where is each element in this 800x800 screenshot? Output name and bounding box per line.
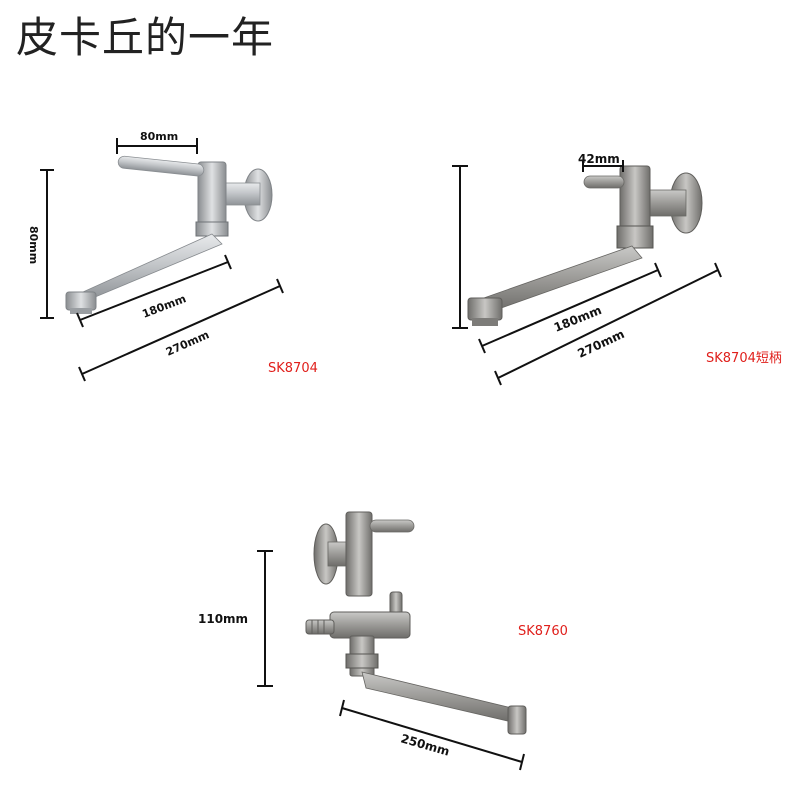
page-title: 皮卡丘的一年 [16, 13, 275, 62]
dimension-label-handle: 80mm [140, 130, 178, 143]
dimension-label-spout: 180mm [140, 292, 188, 321]
dimension-label-height: 80mm [27, 226, 40, 264]
dimension-label-height: 110mm [198, 612, 248, 626]
wall-faucet-short-handle-icon [467, 165, 703, 326]
product-sk8704-short: 42mm 180mm 270mm SK8704短柄 [452, 152, 782, 386]
dimension-handle-length: 42mm [578, 152, 624, 172]
dimension-label-handle: 42mm [578, 152, 620, 166]
model-label-sk8760: SK8760 [518, 624, 568, 639]
dimension-label-total: 270mm [164, 328, 211, 359]
model-label-sk8704: SK8704 [268, 361, 318, 376]
dimension-handle-length: 80mm [116, 130, 198, 154]
dimension-height [452, 165, 468, 329]
dimension-label-spout: 250mm [399, 731, 451, 758]
dimension-height: 80mm [27, 169, 54, 319]
dimension-total: 270mm [494, 262, 722, 386]
dimension-height: 110mm [198, 550, 273, 687]
product-sk8704: 80mm 80mm 180mm 270mm SK8704 [27, 130, 318, 382]
product-sk8760: 110mm 250mm SK8760 [198, 511, 568, 771]
wall-faucet-with-diverter-icon [305, 511, 527, 735]
dimension-label-total: 270mm [575, 327, 626, 361]
wall-faucet-long-handle-icon [65, 155, 273, 314]
model-label-sk8704-short: SK8704短柄 [706, 351, 782, 366]
